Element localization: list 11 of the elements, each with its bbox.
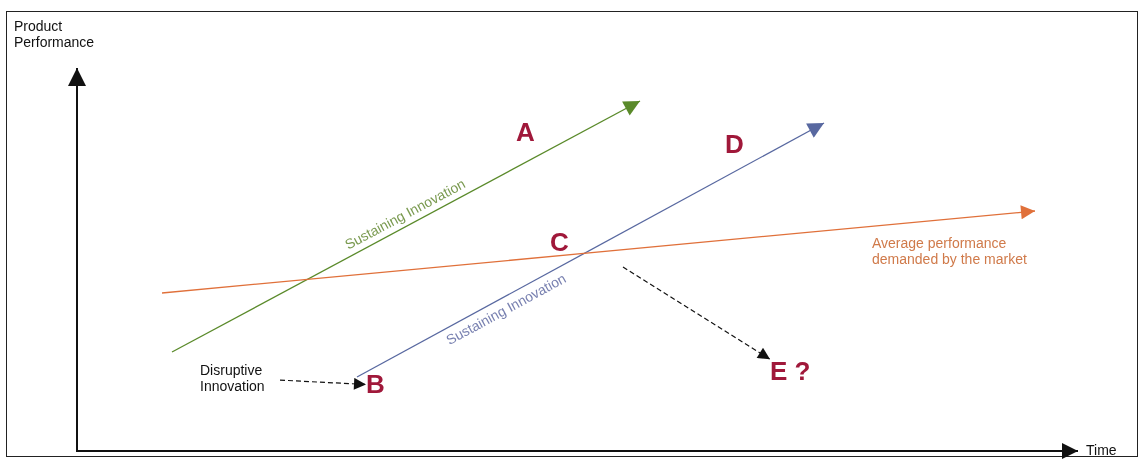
point-letter: A bbox=[516, 118, 535, 148]
axis-label: Product Performance bbox=[14, 18, 96, 51]
dashed-arrow bbox=[622, 266, 771, 360]
annotation-text: Average performance demanded by the market bbox=[872, 235, 1028, 268]
point-letter: D bbox=[725, 130, 744, 160]
point-letter: C bbox=[550, 228, 569, 258]
annotation-text: Disruptive Innovation bbox=[200, 362, 280, 395]
point-letter: B bbox=[366, 370, 385, 400]
axis-label: Time bbox=[1086, 442, 1117, 459]
point-letter: E ? bbox=[770, 357, 811, 387]
dashed-arrow bbox=[279, 377, 367, 390]
